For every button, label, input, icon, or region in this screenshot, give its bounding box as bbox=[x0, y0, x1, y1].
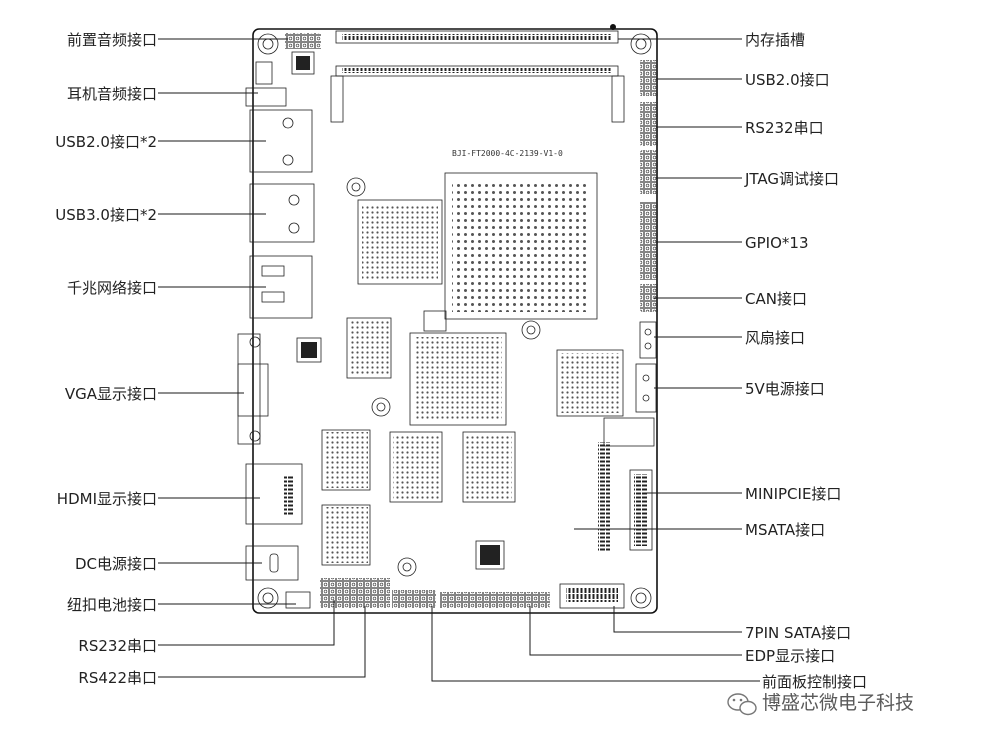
memory-chips bbox=[389, 431, 516, 503]
chipset-chip bbox=[409, 332, 507, 426]
bottom-labels: 7PIN SATA接口 EDP显示接口 前面板控制接口 bbox=[745, 624, 867, 691]
label-usb20x2: USB2.0接口*2 bbox=[55, 133, 157, 151]
label-front-audio: 前置音频接口 bbox=[67, 31, 157, 49]
watermark: 博盛芯微电子科技 bbox=[727, 692, 914, 716]
bridge-chip bbox=[357, 199, 443, 285]
right-labels: 内存插槽 USB2.0接口 RS232串口 JTAG调试接口 GPIO*13 C… bbox=[744, 31, 841, 539]
label-minipcie: MINIPCIE接口 bbox=[745, 485, 841, 503]
label-can: CAN接口 bbox=[745, 290, 807, 308]
coin-battery-holder bbox=[285, 591, 311, 609]
label-gigabit-ethernet: 千兆网络接口 bbox=[67, 279, 157, 297]
watermark-text: 博盛芯微电子科技 bbox=[762, 692, 914, 714]
right-headers bbox=[640, 60, 658, 312]
label-gpio: GPIO*13 bbox=[745, 234, 809, 252]
bga-chip-right bbox=[556, 349, 624, 417]
mounting-hole-bottom-left bbox=[257, 587, 279, 609]
minipcie-slot bbox=[598, 417, 655, 552]
wechat-icon bbox=[727, 693, 757, 716]
vga-port bbox=[237, 333, 269, 445]
headphone-jack bbox=[245, 61, 287, 107]
hdmi-port bbox=[245, 463, 303, 525]
bga-chip-left bbox=[346, 317, 392, 379]
label-sata7pin: 7PIN SATA接口 bbox=[745, 624, 851, 642]
leader-lines bbox=[158, 38, 760, 682]
bottom-left-headers bbox=[320, 578, 436, 608]
ethernet-port bbox=[249, 255, 313, 319]
front-audio-header bbox=[285, 33, 321, 49]
label-rs232-right: RS232串口 bbox=[745, 119, 824, 137]
label-memory-slot: 内存插槽 bbox=[745, 31, 805, 49]
label-edp: EDP显示接口 bbox=[745, 647, 835, 665]
left-labels: 前置音频接口 耳机音频接口 USB2.0接口*2 USB3.0接口*2 千兆网络… bbox=[55, 31, 157, 687]
bga-chip-bottom-left bbox=[321, 429, 371, 566]
label-jtag: JTAG调试接口 bbox=[744, 170, 839, 188]
label-headphone-audio: 耳机音频接口 bbox=[67, 85, 157, 103]
label-vga: VGA显示接口 bbox=[65, 385, 157, 403]
pcb-board: BJI-FT2000-4C-2139-V1-0 bbox=[237, 24, 658, 614]
label-dc-power: DC电源接口 bbox=[75, 555, 157, 573]
label-usb20: USB2.0接口 bbox=[745, 71, 830, 89]
label-hdmi: HDMI显示接口 bbox=[57, 490, 157, 508]
fan-connector bbox=[639, 321, 657, 359]
label-power5v: 5V电源接口 bbox=[745, 380, 825, 398]
label-fan: 风扇接口 bbox=[745, 329, 805, 347]
label-msata: MSATA接口 bbox=[745, 521, 825, 539]
bottom-connectors bbox=[440, 583, 625, 609]
mounting-hole-bottom-right bbox=[630, 587, 652, 609]
label-coin-battery: 纽扣电池接口 bbox=[67, 596, 157, 614]
label-rs232-bottom: RS232串口 bbox=[78, 637, 157, 655]
usb30-port-stack bbox=[249, 183, 315, 243]
cpu-chip bbox=[444, 172, 598, 320]
label-usb30x2: USB3.0接口*2 bbox=[55, 206, 157, 224]
memory-slot bbox=[330, 30, 625, 123]
label-front-panel: 前面板控制接口 bbox=[762, 673, 867, 691]
board-silkscreen: BJI-FT2000-4C-2139-V1-0 bbox=[452, 149, 563, 158]
label-rs422: RS422串口 bbox=[78, 669, 157, 687]
